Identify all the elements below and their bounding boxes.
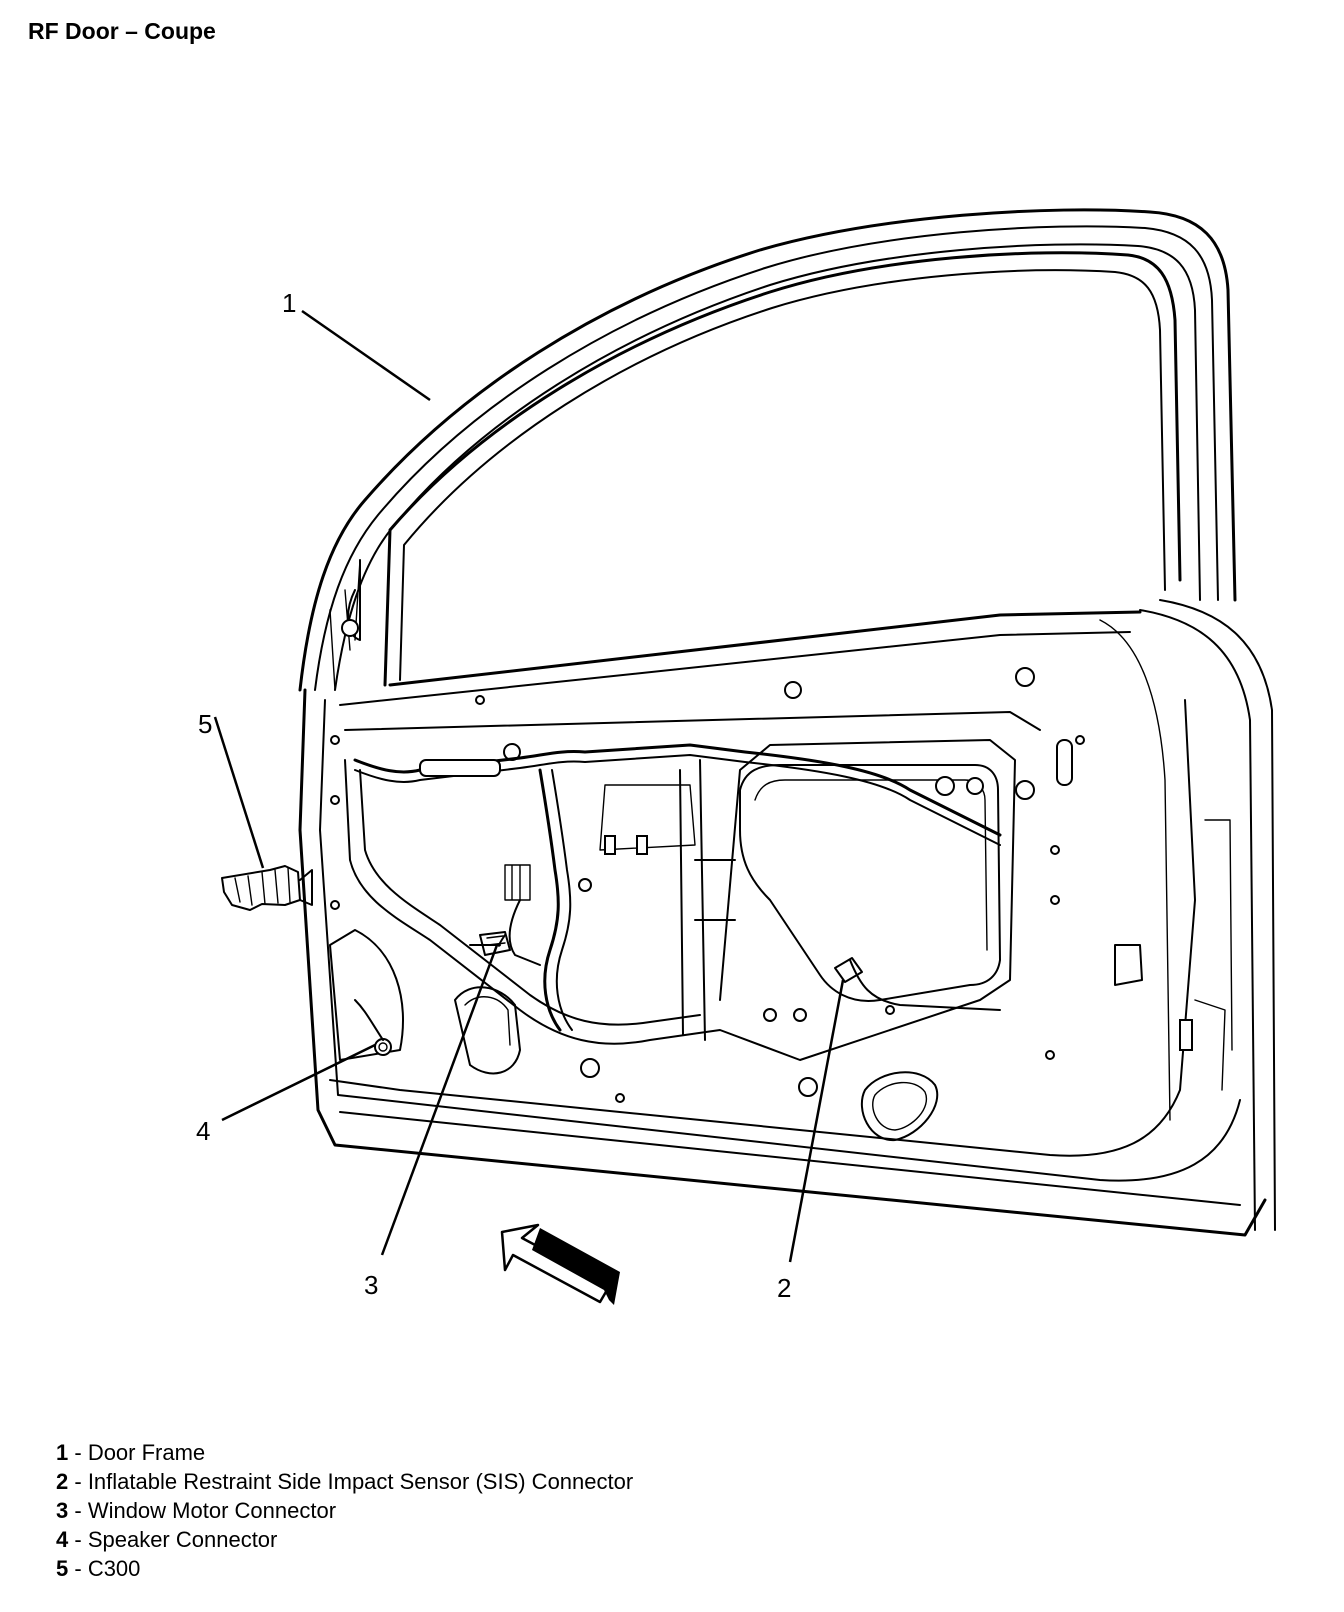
door-panel — [298, 559, 1267, 1237]
window-motor-connector-shape — [479, 931, 511, 956]
legend-item: 2 - Inflatable Restraint Side Impact Sen… — [56, 1469, 634, 1494]
legend-item: 4 - Speaker Connector — [56, 1527, 278, 1552]
page-title: RF Door – Coupe — [28, 18, 216, 44]
callout-4: 4 — [196, 1116, 210, 1146]
legend-item: 1 - Door Frame — [56, 1440, 206, 1465]
legend-item: 5 - C300 — [56, 1556, 141, 1581]
legend-item: 3 - Window Motor Connector — [56, 1498, 337, 1523]
callout-5: 5 — [198, 709, 212, 739]
callout-2: 2 — [777, 1273, 791, 1303]
c300-connector-shape — [221, 865, 313, 911]
speaker-connector-shape — [354, 999, 392, 1056]
front-direction-arrow — [500, 1223, 620, 1305]
legend: 1 - Door Frame 2 - Inflatable Restraint … — [56, 1438, 633, 1583]
callout-3: 3 — [364, 1270, 378, 1300]
callout-1: 1 — [282, 288, 296, 318]
door-frame — [298, 208, 1276, 1231]
wiring-harness — [353, 743, 1002, 1032]
leader-lines — [213, 309, 845, 1263]
